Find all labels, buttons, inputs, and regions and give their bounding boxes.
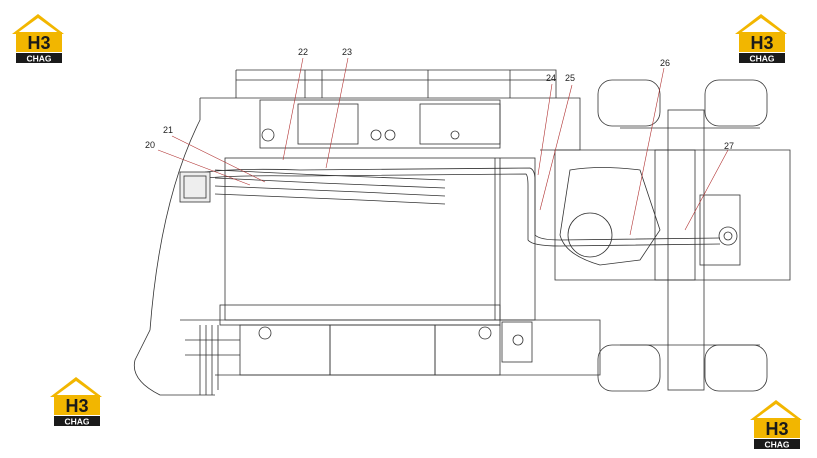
rear-platform — [554, 149, 791, 281]
wheel-bottom-right — [704, 344, 768, 392]
wheel-top-right — [704, 79, 768, 127]
brand-logo: H3 CHAG — [733, 12, 791, 64]
top-rail — [235, 69, 557, 98]
central-frame — [224, 157, 536, 321]
svg-text:H3: H3 — [65, 396, 88, 416]
callout-20: 20 — [145, 140, 155, 150]
svg-text:CHAG: CHAG — [764, 440, 789, 450]
brand-logo: H3 CHAG — [748, 398, 806, 450]
rear-axle — [667, 109, 705, 391]
wheel-bottom-left — [597, 344, 661, 392]
brand-logo: H3 CHAG — [48, 375, 106, 427]
left-manifold — [179, 171, 211, 203]
callout-25: 25 — [565, 73, 575, 83]
svg-text:CHAG: CHAG — [26, 54, 51, 64]
svg-text:H3: H3 — [765, 419, 788, 439]
leader-24 — [537, 83, 553, 176]
leader-26 — [629, 67, 665, 236]
svg-text:CHAG: CHAG — [749, 54, 774, 64]
leader-22 — [282, 57, 304, 161]
callout-26: 26 — [660, 58, 670, 68]
svg-text:CHAG: CHAG — [64, 417, 89, 427]
leader-23 — [325, 57, 349, 169]
callout-24: 24 — [546, 73, 556, 83]
leader-27 — [684, 149, 729, 231]
upper-compartment — [259, 99, 501, 149]
pipe-bundle — [214, 169, 446, 205]
rear-pump — [718, 226, 738, 246]
brand-logo: H3 CHAG — [10, 12, 68, 64]
leader-25 — [539, 84, 573, 211]
callout-22: 22 — [298, 47, 308, 57]
lower-tank-row — [219, 304, 501, 326]
leader-21 — [171, 135, 266, 183]
leader-20 — [157, 149, 251, 186]
callout-27: 27 — [724, 141, 734, 151]
chassis-outline — [133, 97, 601, 396]
callout-21: 21 — [163, 125, 173, 135]
svg-text:H3: H3 — [750, 33, 773, 53]
wheel-top-left — [597, 79, 661, 127]
svg-text:H3: H3 — [27, 33, 50, 53]
callout-23: 23 — [342, 47, 352, 57]
